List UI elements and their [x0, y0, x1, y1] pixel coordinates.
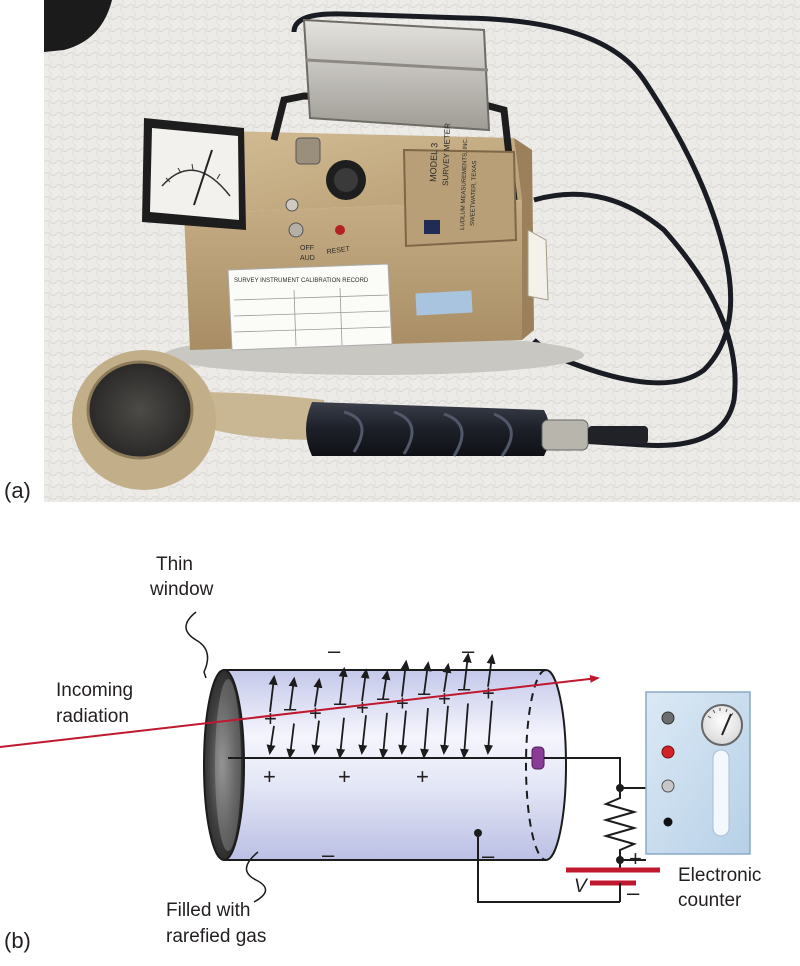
ion-minus: – [377, 685, 390, 710]
counter-needle [721, 713, 732, 736]
ion-arrow-up [313, 677, 323, 707]
ion-minus: – [284, 696, 297, 721]
incoming-radiation-label-1: Incoming [56, 680, 133, 701]
ion-minus: – [418, 680, 431, 705]
ion-plus-low-3: + [416, 764, 429, 789]
panel-label-a: (a) [4, 478, 31, 503]
ion-plus: + [438, 686, 451, 711]
tube-contact [474, 829, 482, 837]
thin-window [203, 669, 245, 861]
ion-arrow-up [486, 653, 496, 687]
ion-arrow-up [268, 674, 278, 712]
ion-plus: + [309, 701, 322, 726]
ion-arrow-up [400, 659, 410, 697]
ion-arrow-down [266, 725, 276, 755]
ion-plus-low-1: + [263, 764, 276, 789]
ion-arrow-up [422, 661, 432, 695]
counter-indicator-black [663, 817, 673, 827]
ion-arrow-down [420, 708, 430, 759]
geiger-tube-diagram: + – – V Thin window Incoming radiation F… [0, 540, 800, 961]
ion-pairs: +–+–+–+–+–+ [264, 652, 496, 759]
ion-plus: + [482, 681, 495, 706]
ion-arrow-down [311, 720, 321, 755]
ion-arrow-up [442, 662, 452, 692]
manufacturer-logo [424, 220, 440, 234]
aud-label: AUD [300, 255, 315, 262]
counter-indicator-red [661, 745, 675, 759]
battery-minus: – [627, 880, 640, 905]
calibration-title: SURVEY INSTRUMENT CALIBRATION RECORD [234, 278, 369, 284]
counter-indicator-gray [661, 711, 675, 725]
counter-slot [712, 749, 730, 837]
ion-arrow-down [379, 712, 389, 759]
ion-plus: + [264, 706, 277, 731]
panel-label-b: (b) [4, 928, 31, 953]
ion-arrow-down [440, 705, 450, 755]
ion-arrow-down [358, 715, 368, 755]
ion-arrow-up [288, 676, 298, 710]
incoming-radiation-label-2: radiation [56, 706, 129, 727]
ion-arrow-down [336, 717, 346, 759]
radiation-ray [0, 674, 600, 748]
output-wire [544, 757, 621, 788]
ion-arrow-down [460, 703, 470, 759]
battery-plus: + [629, 846, 642, 871]
electrode [531, 746, 545, 770]
ion-minus: – [458, 675, 471, 700]
counter-indicator-light [661, 779, 675, 793]
thin-window-label-2: window [149, 579, 214, 600]
ion-arrow-down [398, 710, 408, 755]
ion-plus-low-2: + [338, 764, 351, 789]
counter-dial [701, 704, 743, 746]
ion-arrow-up [338, 666, 348, 704]
tube-top-minus-left: – [328, 638, 341, 663]
maker-line-1: LUDLUM MEASUREMENTS, INC. [460, 137, 469, 230]
electronic-counter-label-1: Electronic [678, 865, 761, 886]
thin-window-leader [185, 611, 209, 679]
rarefied-gas-label-2: rarefied gas [166, 926, 266, 947]
geiger-tube [223, 669, 567, 861]
maker-line-2: SWEETWATER, TEXAS [470, 161, 478, 226]
tube-far-end [525, 669, 547, 861]
ion-plus: + [356, 695, 369, 720]
model-label: MODEL 3 [428, 143, 439, 183]
off-label: OFF [300, 245, 314, 252]
rarefied-gas-label-1: Filled with [166, 900, 250, 921]
voltage-label: V [574, 876, 589, 897]
rarefied-gas-leader [245, 851, 267, 903]
tube-top-minus-right: – [462, 638, 475, 663]
ion-plus: + [396, 691, 409, 716]
thin-window-label-1: Thin [156, 554, 193, 575]
meter-type-label: SURVEY METER [441, 123, 452, 186]
survey-meter-photo: MODEL 3 SURVEY METER LUDLUM MEASUREMENTS… [44, 0, 800, 502]
ion-arrow-up [462, 652, 472, 690]
ion-arrow-down [484, 700, 494, 755]
ion-arrow-up [381, 669, 391, 699]
reset-label: RESET [326, 246, 351, 256]
tube-bottom-minus: – [322, 842, 335, 867]
ion-minus: – [334, 690, 347, 715]
return-wire [477, 833, 620, 903]
electronic-counter-label-2: counter [678, 890, 742, 911]
resistor [602, 788, 638, 860]
ion-arrow-up [360, 668, 370, 702]
tube-minus: – [482, 843, 495, 868]
ion-arrow-down [286, 723, 296, 759]
